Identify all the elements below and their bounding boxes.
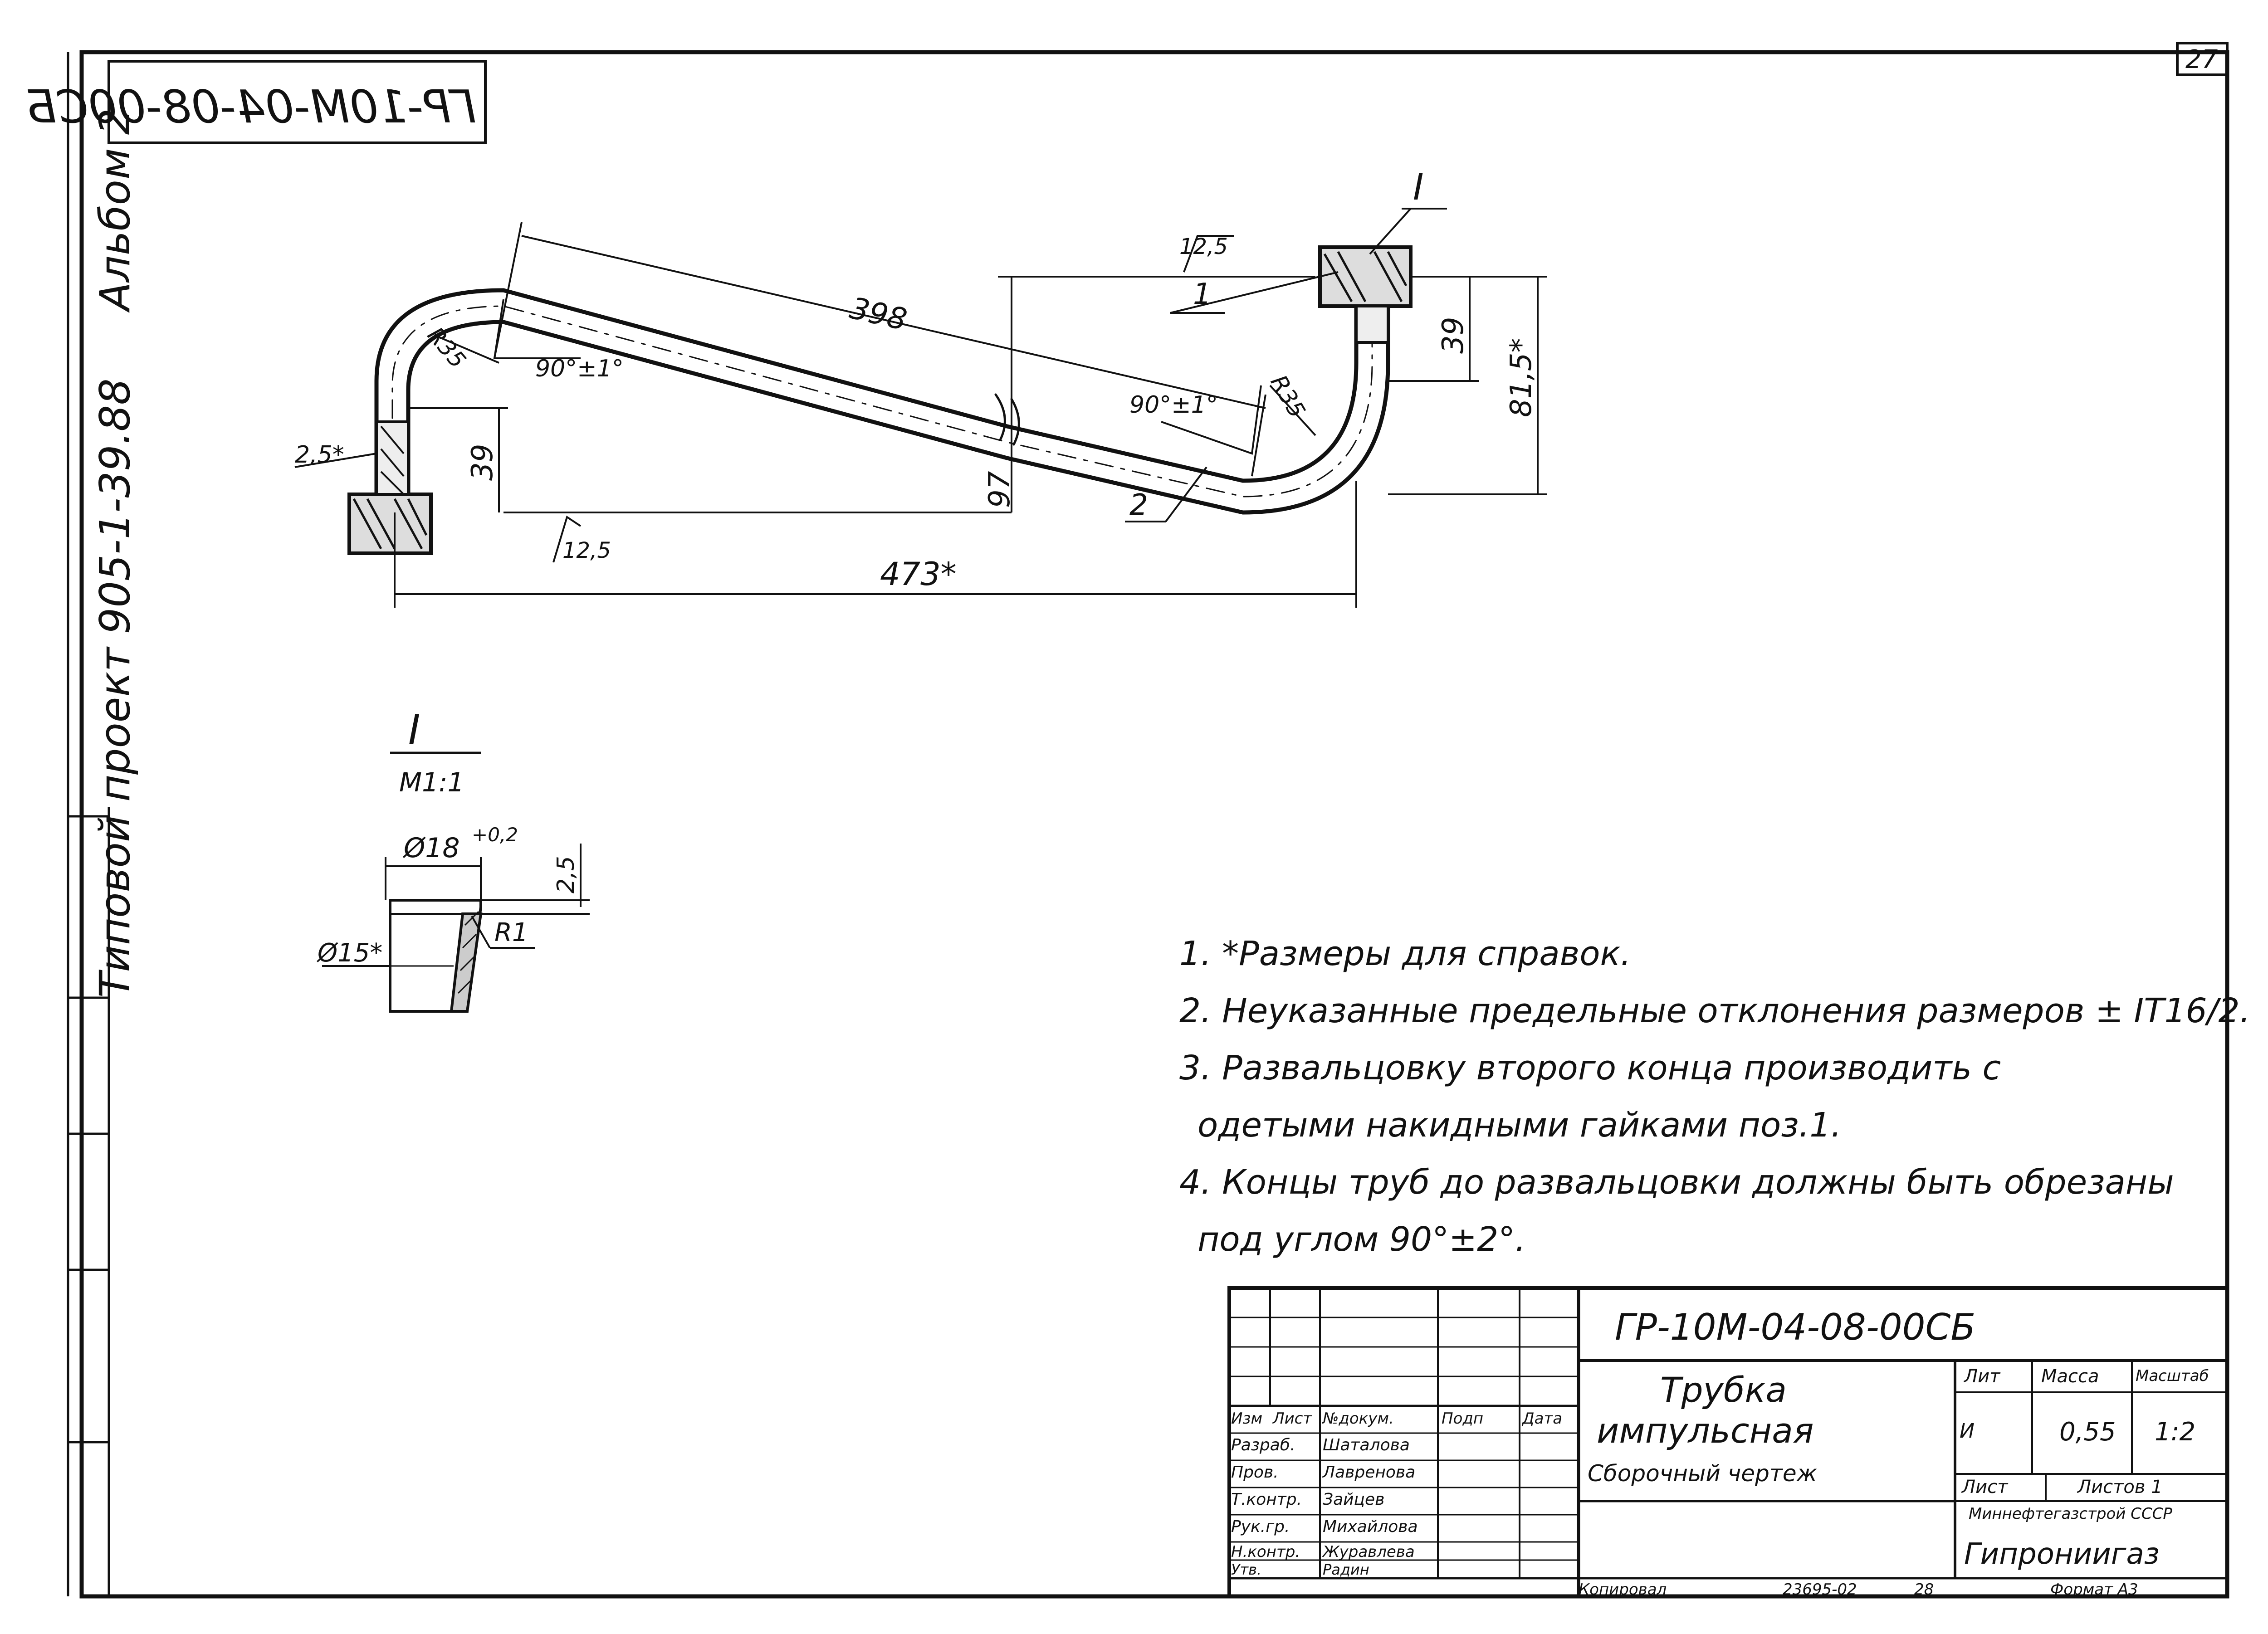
role-3: Рук.гр. xyxy=(1231,1517,1290,1536)
hdr-podp: Подп xyxy=(1442,1410,1484,1428)
view-marker: I xyxy=(1413,166,1424,208)
dim-r35-right: R35 xyxy=(1266,371,1310,422)
note-3-cont: одетыми накидными гайками поз.1. xyxy=(1198,1106,1842,1145)
note-4-cont: под углом 90°±2°. xyxy=(1198,1220,1526,1259)
role-1: Пров. xyxy=(1231,1463,1279,1482)
hdr-list: Лист xyxy=(1273,1410,1312,1428)
doc-code: ГР-10М-04-08-00СБ xyxy=(1615,1306,1976,1348)
mirrored-stamp-code: ГР-10М-04-08-00СБ xyxy=(25,80,476,133)
dim-2-5-star: 2,5* xyxy=(295,441,344,468)
role-5: Утв. xyxy=(1231,1561,1262,1578)
lit-value: И xyxy=(1960,1419,1975,1443)
pos-2: 2 xyxy=(1129,488,1148,522)
dim-398: 398 xyxy=(846,291,910,337)
dim-r35-left: R35 xyxy=(422,322,471,373)
note-2: 2. Неуказанные предельные отклонения раз… xyxy=(1179,991,2251,1030)
detail-d18: Ø18 xyxy=(402,832,460,864)
massa-value: 0,55 xyxy=(2059,1417,2116,1447)
detail-scale: М1:1 xyxy=(399,767,464,798)
pos-1: 1 xyxy=(1193,278,1212,311)
note-3: 3. Развальцовку второго конца производит… xyxy=(1179,1049,2001,1088)
detail-2-5: 2,5 xyxy=(552,856,580,893)
dim-angle-left: 90°±1° xyxy=(535,355,624,382)
dimension-lines xyxy=(294,208,1547,608)
hdr-ndoc: №докум. xyxy=(1323,1410,1394,1428)
dim-39-right: 39 xyxy=(1437,317,1470,354)
footer-copy: Копировал xyxy=(1579,1580,1667,1599)
title-line-2: импульсная xyxy=(1597,1410,1814,1451)
left-nut xyxy=(347,420,433,555)
role-4: Н.контр. xyxy=(1231,1543,1300,1561)
title-line-1: Трубка xyxy=(1660,1370,1787,1410)
detail-view: I М1:1 Ø18 +0,2 Ø15* 2,5 R1 xyxy=(317,706,590,1013)
role-0: Разраб. xyxy=(1231,1436,1295,1454)
dim-81-5: 81,5* xyxy=(1505,338,1538,418)
name-1: Лавренова xyxy=(1323,1463,1416,1482)
detail-title: I xyxy=(408,706,420,754)
technical-notes: 1. *Размеры для справок. 2. Неуказанные … xyxy=(1179,925,2251,1268)
hdr-lit: Лит xyxy=(1964,1366,2000,1387)
subtitle: Сборочный чертеж xyxy=(1588,1460,1817,1487)
ministry: Миннефтегазстрой СССР xyxy=(1969,1505,2172,1523)
hdr-massa: Масса xyxy=(2041,1366,2099,1387)
footer-sheet: 28 xyxy=(1914,1580,1934,1599)
name-3: Михайлова xyxy=(1323,1517,1418,1536)
dim-angle-right: 90°±1° xyxy=(1129,391,1218,419)
rough-top: 12,5 xyxy=(1179,234,1228,259)
detail-r1: R1 xyxy=(494,918,528,947)
detail-d18-tol: +0,2 xyxy=(472,824,518,846)
hdr-data: Дата xyxy=(1522,1410,1563,1428)
name-2: Зайцев xyxy=(1323,1490,1385,1509)
name-0: Шаталова xyxy=(1323,1436,1410,1454)
page-number: 27 xyxy=(2185,45,2218,74)
name-4: Журавлева xyxy=(1323,1543,1415,1561)
right-nut xyxy=(1318,245,1413,344)
hdr-izm: Изм xyxy=(1231,1410,1263,1428)
tube xyxy=(374,274,1390,515)
sheet-label: Лист xyxy=(1962,1477,2008,1497)
footer-format: Формат А3 xyxy=(2050,1580,2138,1599)
hdr-masshtab: Масштаб xyxy=(2136,1367,2209,1385)
rough-bottom: 12,5 xyxy=(562,538,611,563)
name-5: Радин xyxy=(1323,1561,1369,1578)
dimension-labels: 398 473* 97 39 39 81,5* R35 R35 90°±1° 9… xyxy=(295,166,1538,593)
dim-39-left: 39 xyxy=(466,444,499,481)
frame xyxy=(67,42,2229,1599)
title-block-grid xyxy=(1227,1286,2229,1598)
sheets-label: Листов 1 xyxy=(2077,1477,2163,1497)
organization: Гипрониигаз xyxy=(1964,1537,2160,1571)
note-1: 1. *Размеры для справок. xyxy=(1179,934,1631,973)
dim-473: 473* xyxy=(880,556,957,593)
dim-97: 97 xyxy=(983,471,1017,508)
footer-num: 23695-02 xyxy=(1783,1580,1857,1599)
role-2: Т.контр. xyxy=(1231,1490,1302,1509)
note-4: 4. Концы труб до развальцовки должны быт… xyxy=(1179,1163,2174,1202)
masshtab-value: 1:2 xyxy=(2155,1417,2196,1447)
detail-d15: Ø15* xyxy=(317,938,382,968)
